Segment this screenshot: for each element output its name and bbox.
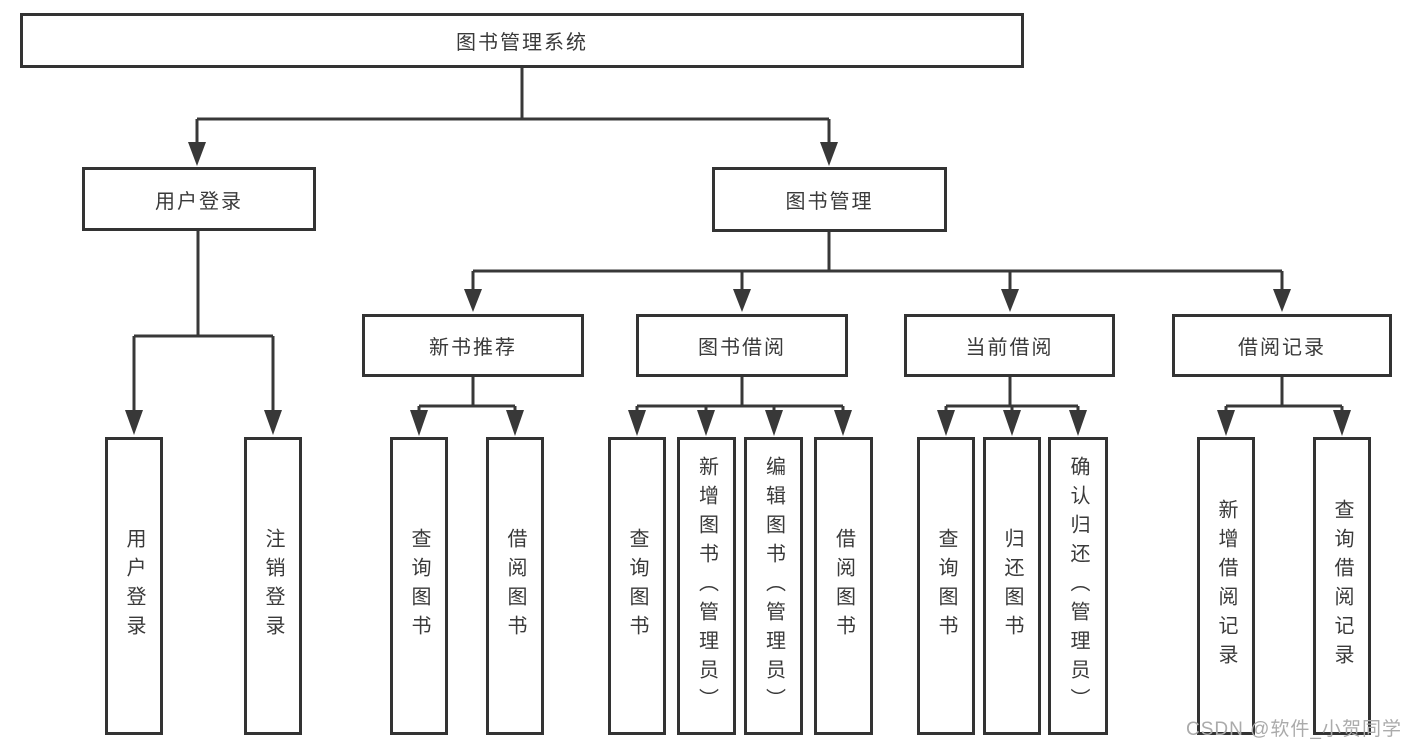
node-label: 借阅图书 <box>832 528 855 644</box>
node-user-login-leaf: 用户登录 <box>105 437 163 735</box>
node-label: 新增图书（管理员） <box>695 455 718 717</box>
csdn-watermark: CSDN @软件_小贺同学 <box>1186 719 1402 740</box>
node-edit-books-admin: 编辑图书（管理员） <box>744 437 803 735</box>
node-logout: 注销登录 <box>244 437 302 735</box>
node-label: 查询图书 <box>408 528 430 644</box>
node-label: 查询图书 <box>935 528 957 644</box>
node-add-borrow-record: 新增借阅记录 <box>1197 437 1255 735</box>
node-borrowing-records: 借阅记录 <box>1172 314 1392 377</box>
node-label: 查询借阅记录 <box>1331 499 1353 673</box>
node-confirm-return-admin: 确认归还（管理员） <box>1048 437 1108 735</box>
node-query-books-nb: 查询图书 <box>390 437 448 735</box>
node-user-login: 用户登录 <box>82 167 316 231</box>
node-borrow-books-bb: 借阅图书 <box>814 437 873 735</box>
node-book-management: 图书管理 <box>712 167 947 232</box>
node-current-borrowing: 当前借阅 <box>904 314 1115 377</box>
node-label: 新增借阅记录 <box>1215 499 1237 673</box>
node-book-borrowing: 图书借阅 <box>636 314 848 377</box>
node-query-borrow-record: 查询借阅记录 <box>1313 437 1371 735</box>
node-query-books-cb: 查询图书 <box>917 437 975 735</box>
node-label: 借阅图书 <box>504 528 526 644</box>
node-label: 注销登录 <box>262 528 284 644</box>
node-add-books-admin: 新增图书（管理员） <box>677 437 736 735</box>
node-label: 归还图书 <box>1001 528 1023 644</box>
node-label: 编辑图书（管理员） <box>762 455 785 717</box>
node-label: 查询图书 <box>626 528 648 644</box>
node-return-books: 归还图书 <box>983 437 1041 735</box>
node-label: 确认归还（管理员） <box>1067 455 1089 717</box>
node-label: 用户登录 <box>123 528 145 644</box>
node-new-book-recommend: 新书推荐 <box>362 314 584 377</box>
node-query-books-bb: 查询图书 <box>608 437 666 735</box>
node-library-system: 图书管理系统 <box>20 13 1024 68</box>
node-borrow-books-nb: 借阅图书 <box>486 437 544 735</box>
